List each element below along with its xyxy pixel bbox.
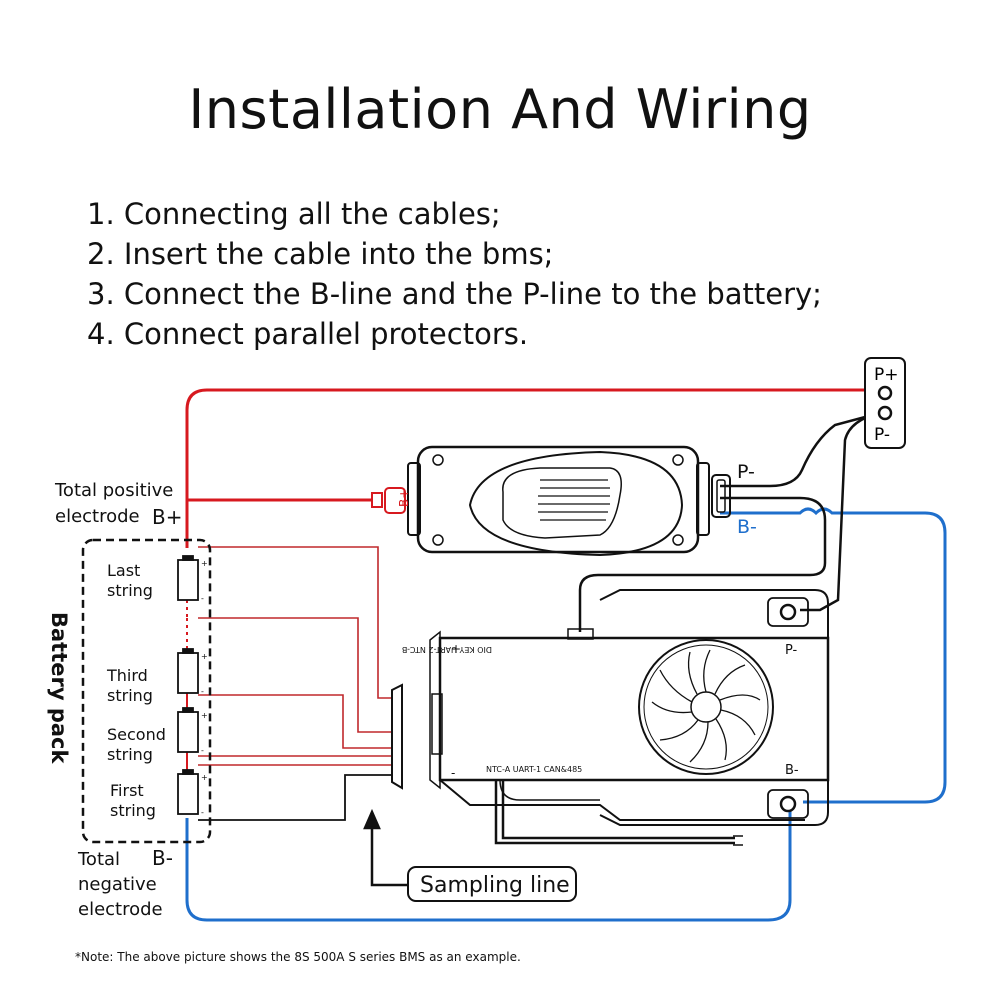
protector-b-minus-label: B-	[737, 516, 757, 538]
first-string-label-1: First	[110, 781, 144, 800]
instruction-list: 1. Connecting all the cables; 2. Insert …	[87, 194, 822, 354]
p-minus-terminal-label: P-	[874, 425, 890, 445]
step-4: 4. Connect parallel protectors.	[87, 317, 529, 351]
bms-p-minus-label: P-	[785, 643, 798, 658]
bms-minus-label: -	[451, 766, 455, 780]
step-1: 1. Connecting all the cables;	[87, 197, 501, 231]
sampling-line-label: Sampling line	[420, 873, 570, 898]
first-string-label-2: string	[110, 801, 156, 820]
third-string-label-2: string	[107, 686, 153, 705]
total-positive-label-2: electrode	[55, 506, 140, 527]
parallel-protector: B+	[371, 445, 731, 557]
p-terminal-block: P+ P-	[864, 357, 906, 449]
total-negative-label-1: Total	[77, 849, 120, 870]
cell-minus-3: -	[201, 746, 204, 755]
step-2: 2. Insert the cable into the bms;	[87, 237, 554, 271]
cell-first	[177, 773, 199, 815]
bms-top-ports-label: DIO KEY UART-2 NTC-B	[402, 645, 492, 654]
negative-wire	[185, 507, 947, 922]
cell-second	[177, 711, 199, 753]
bms-board	[429, 589, 830, 826]
cell-last	[177, 559, 199, 601]
bms-b-minus-label: B-	[785, 763, 799, 778]
total-positive-label-1: Total positive	[54, 480, 173, 501]
second-string-label-2: string	[107, 745, 153, 764]
b-minus-label: B-	[152, 846, 173, 870]
second-string-label-1: Second	[107, 725, 166, 744]
p-plus-terminal-label: P+	[874, 365, 899, 385]
step-3: 3. Connect the B-line and the P-line to …	[87, 277, 822, 311]
cell-plus-4: +	[201, 773, 208, 782]
total-negative-label-3: electrode	[78, 899, 163, 920]
cell-plus-1: +	[201, 559, 208, 568]
sampling-lines	[198, 546, 392, 766]
bms-bottom-ports-label: NTC-A UART-1 CAN&485	[486, 765, 582, 774]
page-title: Installation And Wiring	[188, 78, 812, 141]
battery-pack-outline	[81, 538, 212, 844]
last-string-label-1: Last	[107, 561, 140, 580]
battery-cells	[177, 555, 199, 815]
positive-wire	[185, 388, 870, 548]
cell-minus-2: -	[201, 687, 204, 696]
protector-p-minus-label: P-	[737, 461, 755, 483]
cell-plus-3: +	[201, 711, 208, 720]
cell-minus-1: -	[201, 594, 204, 603]
b-plus-label: B+	[152, 505, 182, 529]
protector-b-plus-label: B+	[397, 489, 411, 507]
cell-minus-4: -	[201, 808, 204, 817]
sampling-line-pointer	[363, 808, 408, 887]
sampling-connector	[391, 683, 403, 790]
footnote: *Note: The above picture shows the 8S 50…	[75, 950, 521, 964]
total-negative-label-2: negative	[78, 874, 157, 895]
cell-plus-2: +	[201, 652, 208, 661]
cell-third	[177, 652, 199, 694]
negative-sampling-line	[198, 774, 392, 821]
battery-pack-label: Battery pack	[47, 612, 71, 765]
last-string-label-2: string	[107, 581, 153, 600]
bms-plus-label: +	[451, 642, 461, 656]
third-string-label-1: Third	[106, 666, 148, 685]
